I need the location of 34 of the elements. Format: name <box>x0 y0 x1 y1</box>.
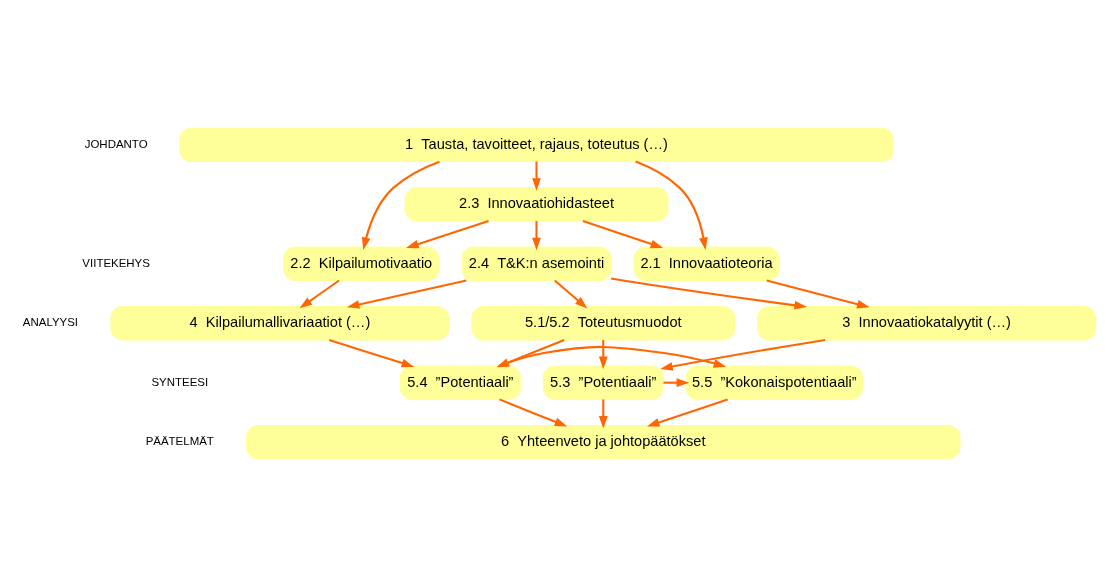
node-box: 2.1 Innovaatioteoria <box>633 246 780 281</box>
arrow <box>328 338 415 368</box>
arrow <box>346 279 467 309</box>
label: SYNTEESI <box>151 375 209 388</box>
node-box: 5.3 ”Potentiaali” <box>542 365 664 400</box>
arrow <box>635 160 708 251</box>
arrow <box>554 279 588 309</box>
arrow <box>299 279 340 309</box>
arrow <box>532 221 541 251</box>
arrow <box>646 398 728 427</box>
node-box: 5.1/5.2 Toteutusmuodot <box>471 306 736 341</box>
label: JOHDANTO <box>84 137 148 150</box>
label: VIITEKEHYS <box>82 256 150 269</box>
node-box: 4 Kilpailumallivariaatiot (…) <box>110 306 450 341</box>
node-box: 2.3 Innovaatiohidasteet <box>404 187 669 222</box>
node-box: 1 Tausta, tavoitteet, rajaus, toteutus (…) <box>179 127 894 163</box>
arrow <box>663 378 690 388</box>
arrow <box>582 220 664 249</box>
arrow <box>406 220 489 249</box>
arrow <box>660 338 826 371</box>
node-box: 5.4 ”Potentiaali” <box>399 365 521 400</box>
node-box: 3 Innovaatiokatalyytit (…) <box>757 306 1097 341</box>
arrow <box>532 161 541 191</box>
arrow <box>610 277 807 310</box>
node-box: 5.5 ”Kokonaispotentiaali” <box>685 365 863 400</box>
arrow <box>766 279 870 309</box>
node-box: 2.4 T&K:n asemointi <box>461 246 612 281</box>
node-box: 6 Yhteenveto ja johtopäätökset <box>246 424 961 460</box>
arrow <box>499 398 568 427</box>
label: PÄÄTELMÄT <box>145 435 214 448</box>
arrow <box>598 399 608 429</box>
arrow <box>361 160 440 250</box>
label: ANALYYSI <box>22 316 79 329</box>
node-box: 2.2 Kilpailumotivaatio <box>283 246 440 281</box>
